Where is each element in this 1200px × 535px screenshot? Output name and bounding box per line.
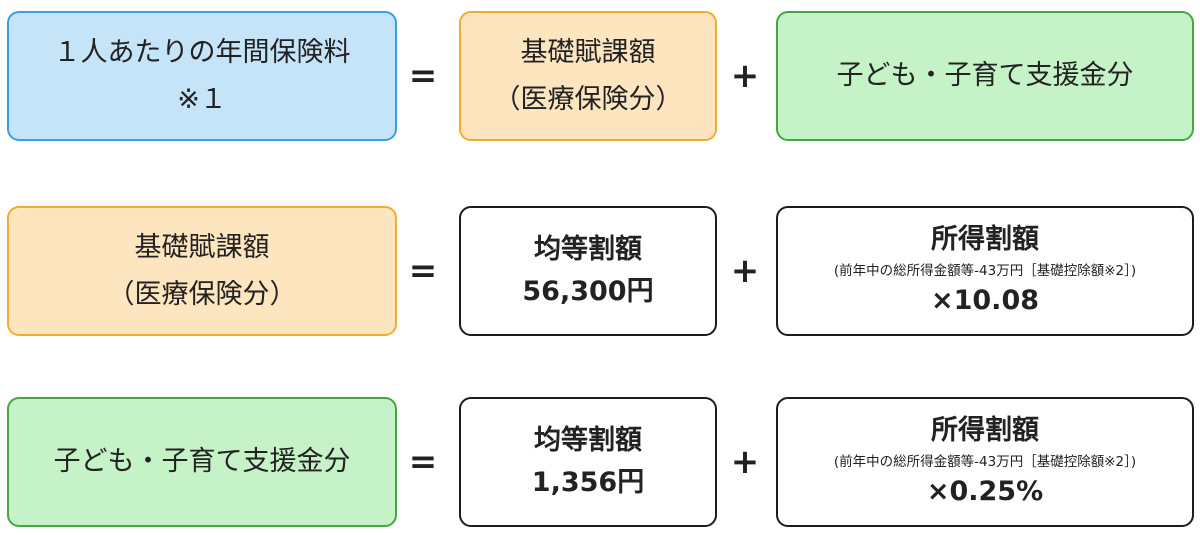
per-capita-child-title: 均等割額 — [534, 425, 642, 457]
income-medical-rate: ×10.08 — [930, 285, 1040, 317]
per-capita-medical-title: 均等割額 — [534, 234, 642, 266]
income-child-title: 所得割額 — [931, 415, 1039, 447]
per-capita-child-value: 1,356円 — [531, 467, 645, 498]
basic-levy-formula-label: 基礎賦課額 — [134, 231, 270, 263]
plus-sign-row2: + — [730, 251, 760, 291]
income-medical-title: 所得割額 — [931, 224, 1039, 256]
child-support-label: 子ども・子育て支援金分 — [836, 60, 1134, 92]
plus-sign-row1: + — [730, 56, 760, 96]
income-child-box: 所得割額 (前年中の総所得金額等-43万円［基礎控除額※2］) ×0.25% — [776, 397, 1194, 527]
annual-premium-box: １人あたりの年間保険料 ※１ — [7, 11, 397, 141]
basic-levy-sublabel: （医療保険分） — [493, 84, 683, 115]
child-support-box: 子ども・子育て支援金分 — [776, 11, 1194, 141]
basic-levy-label: 基礎賦課額 — [520, 36, 656, 68]
per-capita-medical-value: 56,300円 — [522, 276, 654, 307]
income-medical-box: 所得割額 (前年中の総所得金額等-43万円［基礎控除額※2］) ×10.08 — [776, 206, 1194, 336]
equals-sign-row3: = — [408, 442, 438, 482]
basic-levy-formula-box: 基礎賦課額 （医療保険分） — [7, 206, 397, 336]
per-capita-medical-box: 均等割額 56,300円 — [459, 206, 717, 336]
income-child-rate: ×0.25% — [926, 476, 1044, 508]
per-capita-child-box: 均等割額 1,356円 — [459, 397, 717, 527]
equals-sign-row2: = — [408, 251, 438, 291]
child-support-formula-label: 子ども・子育て支援金分 — [53, 446, 351, 478]
equals-sign-row1: = — [408, 56, 438, 96]
child-support-formula-box: 子ども・子育て支援金分 — [7, 397, 397, 527]
annual-premium-note: ※１ — [177, 84, 227, 115]
income-child-note: (前年中の総所得金額等-43万円［基礎控除額※2］) — [833, 453, 1137, 470]
income-medical-note: (前年中の総所得金額等-43万円［基礎控除額※2］) — [833, 262, 1137, 279]
plus-sign-row3: + — [730, 442, 760, 482]
basic-levy-box: 基礎賦課額 （医療保険分） — [459, 11, 717, 141]
annual-premium-label: １人あたりの年間保険料 — [53, 36, 351, 68]
basic-levy-formula-sublabel: （医療保険分） — [107, 279, 297, 310]
